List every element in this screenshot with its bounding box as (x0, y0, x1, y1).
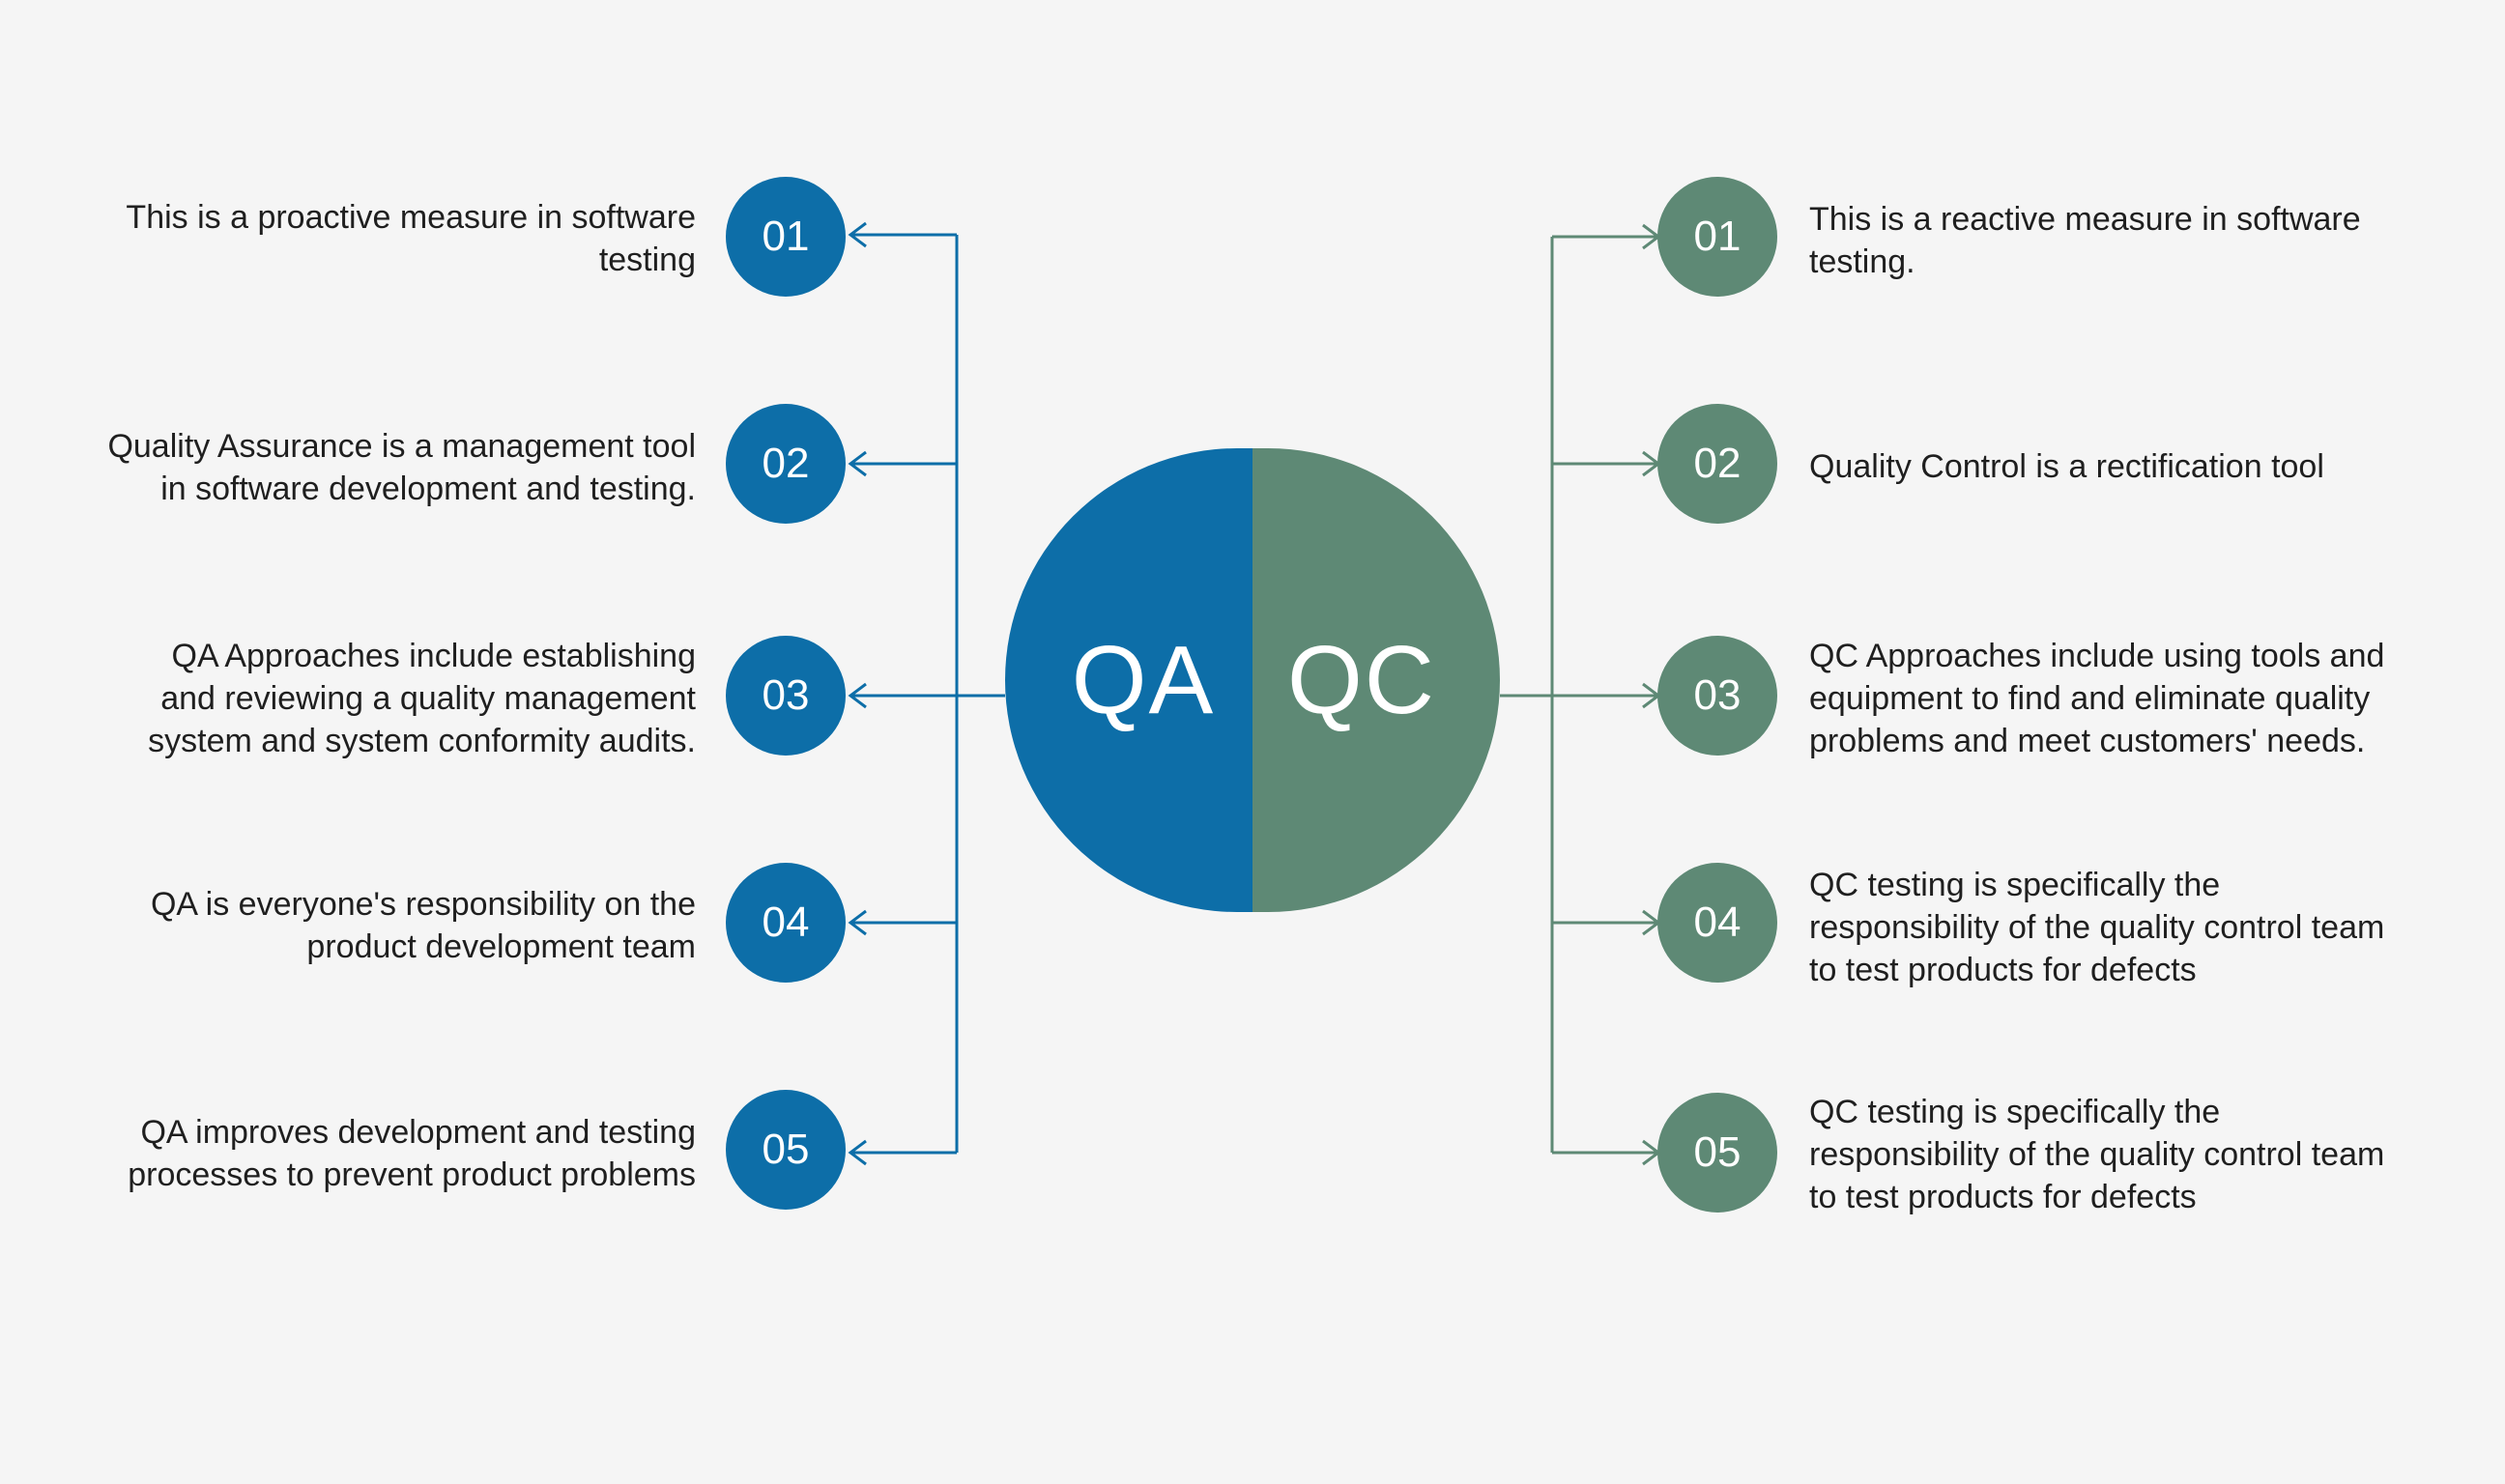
qa-number-badge-01: 01 (726, 177, 846, 297)
qa-number-badge-02: 02 (726, 404, 846, 524)
qa-description-04: QA is everyone's responsibility on the p… (150, 886, 696, 965)
qc-description-02: Quality Control is a rectification tool (1809, 448, 2324, 485)
qa-description-02: Quality Assurance is a management tool i… (107, 428, 696, 507)
qc-number-badge-04: 04 (1657, 863, 1777, 983)
qa-description-01: This is a proactive measure in software … (126, 199, 696, 278)
qa-description-03: QA Approaches include establishing and r… (148, 638, 696, 759)
qc-connectors (1500, 223, 1661, 1166)
qa-arrow-05 (848, 1139, 957, 1166)
qc-arrow-03 (1552, 682, 1661, 709)
qa-number-badge-03: 03 (726, 636, 846, 756)
qc-center-label: QC (1287, 625, 1436, 734)
qa-arrow-03 (848, 682, 957, 709)
qc-number-badge-03: 03 (1657, 636, 1777, 756)
qa-center-label: QA (1071, 625, 1216, 734)
qa-arrow-02 (848, 450, 957, 477)
qa-number-badge-05: 05 (726, 1090, 846, 1210)
qa-arrow-04 (848, 909, 957, 936)
qa-description-05: QA improves development and testing proc… (128, 1114, 696, 1193)
qc-arrow-01 (1552, 223, 1661, 250)
qc-half: QC (1252, 448, 1500, 912)
qc-arrow-05 (1552, 1139, 1661, 1166)
qa-qc-center-circle: QA QC (1005, 448, 1500, 912)
qc-description-05: QC testing is specifically the responsib… (1809, 1094, 2385, 1215)
qa-number-badge-04: 04 (726, 863, 846, 983)
qc-arrow-04 (1552, 909, 1661, 936)
qa-half: QA (1005, 448, 1252, 912)
qa-connectors (848, 221, 1005, 1166)
qa-arrow-01 (848, 221, 957, 248)
qc-arrow-02 (1552, 450, 1661, 477)
qc-description-04: QC testing is specifically the responsib… (1809, 867, 2385, 988)
qc-number-badge-05: 05 (1657, 1093, 1777, 1213)
qc-description-03: QC Approaches include using tools and eq… (1809, 638, 2385, 759)
qc-description-01: This is a reactive measure in software t… (1809, 201, 2361, 280)
qc-number-badge-02: 02 (1657, 404, 1777, 524)
qc-number-badge-01: 01 (1657, 177, 1777, 297)
